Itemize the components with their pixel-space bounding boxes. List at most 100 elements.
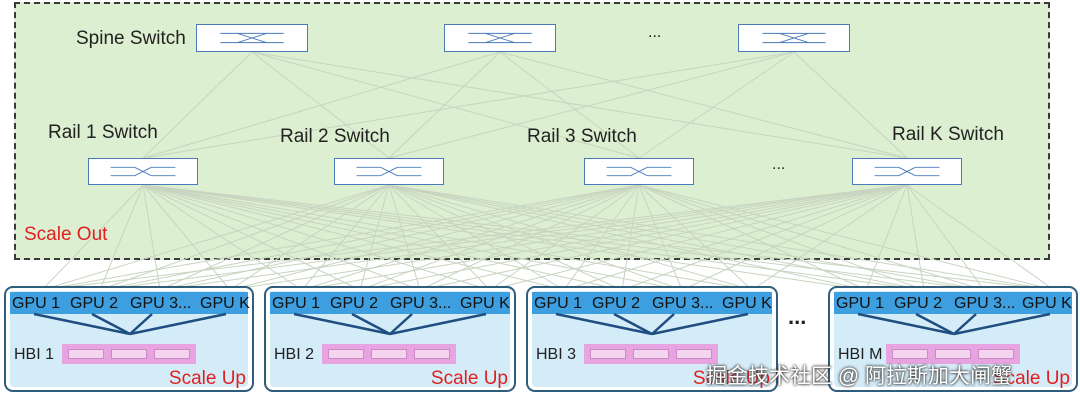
scale-out-label: Scale Out <box>24 224 108 245</box>
gpu-label: GPU 3 <box>130 295 179 312</box>
gpu-links-icon <box>293 312 487 336</box>
link-line <box>41 184 908 291</box>
rail-2-label: Rail 2 Switch <box>280 126 390 147</box>
link-line <box>142 184 161 291</box>
gpu-ellipsis: ... <box>438 295 452 312</box>
link-line <box>638 184 1055 291</box>
gpu-label: GPU K <box>460 295 510 312</box>
spine-switch-2 <box>444 24 556 52</box>
link-line <box>793 51 908 159</box>
link-line <box>865 184 908 291</box>
rail-switch-icon <box>606 166 672 177</box>
spine-switch-icon <box>468 32 532 44</box>
rail-switch-icon <box>356 166 422 177</box>
link-line <box>41 184 640 291</box>
link-line <box>301 184 908 291</box>
link-line <box>99 184 390 291</box>
link-line <box>159 184 390 291</box>
link-line <box>388 184 925 291</box>
hbi-label: HBI 2 <box>274 346 315 363</box>
hbi-ellipsis: ... <box>788 304 807 329</box>
hbi-switch <box>584 344 718 364</box>
link-line <box>388 184 1055 291</box>
gpu-bar: GPU 1 GPU 2 GPU 3 ... GPU K <box>10 292 250 314</box>
rail-switch-2 <box>334 158 444 185</box>
spine-switch-icon <box>762 32 826 44</box>
link-line <box>142 51 501 159</box>
link-line <box>621 184 640 291</box>
link-line <box>906 184 925 291</box>
gpu-label: GPU 1 <box>272 295 321 312</box>
gpu-links-icon <box>33 312 227 336</box>
gpu-ellipsis: ... <box>1002 295 1016 312</box>
link-line <box>142 184 361 291</box>
link-line <box>621 184 908 291</box>
rail-3-label: Rail 3 Switch <box>527 126 637 147</box>
gpu-label: GPU K <box>200 295 250 312</box>
link-line <box>419 184 908 291</box>
link-line <box>142 184 421 291</box>
rail-switch-icon <box>110 166 176 177</box>
link-line <box>41 184 390 291</box>
link-line <box>142 184 623 291</box>
link-line <box>906 184 1055 291</box>
hbi-label: HBI M <box>838 346 883 363</box>
hbi-block-3: GPU 1 GPU 2 GPU 3 ... GPU K HBI 3 Scale … <box>526 286 778 392</box>
gpu-label: GPU 1 <box>534 295 583 312</box>
hbi-block-2: GPU 1 GPU 2 GPU 3 ... GPU K HBI 2 Scale … <box>264 286 516 392</box>
gpu-label: GPU 3 <box>954 295 1003 312</box>
link-line <box>251 51 908 159</box>
hbi-label: HBI 3 <box>536 346 577 363</box>
gpu-bar: GPU 1 GPU 2 GPU 3 ... GPU K <box>532 292 772 314</box>
link-line <box>499 51 908 159</box>
gpu-bar: GPU 1 GPU 2 GPU 3 ... GPU K <box>270 292 510 314</box>
link-line <box>159 184 908 291</box>
link-line <box>142 184 231 291</box>
link-line <box>41 184 144 291</box>
spine-switch-label: Spine Switch <box>76 28 186 49</box>
link-line <box>638 184 867 291</box>
link-line <box>142 184 491 291</box>
link-line <box>99 184 640 291</box>
gpu-label: GPU 3 <box>652 295 701 312</box>
link-line <box>142 51 795 159</box>
link-line <box>359 184 908 291</box>
link-line <box>388 184 985 291</box>
hbi-label: HBI 1 <box>14 346 55 363</box>
gpu-ellipsis: ... <box>178 295 192 312</box>
watermark: 掘金技术社区 @ 阿拉斯加大闸蟹 <box>706 365 1012 388</box>
link-line <box>301 184 390 291</box>
link-line <box>251 51 640 159</box>
gpu-label: GPU K <box>722 295 772 312</box>
link-line <box>499 51 640 159</box>
gpu-label: GPU 2 <box>70 295 119 312</box>
link-line <box>142 51 253 159</box>
link-line <box>142 184 985 291</box>
link-line <box>229 184 908 291</box>
hbi-block-m: GPU 1 GPU 2 GPU 3 ... GPU K HBI M Scale … <box>828 286 1078 392</box>
link-line <box>159 184 640 291</box>
link-line <box>229 184 390 291</box>
link-line <box>359 184 640 291</box>
link-line <box>142 184 683 291</box>
rail-switch-k <box>852 158 962 185</box>
scale-up-label: Scale Up <box>992 368 1070 389</box>
rail-k-label: Rail K Switch <box>892 124 1004 145</box>
link-line <box>142 184 753 291</box>
link-line <box>906 184 985 291</box>
link-line <box>751 184 908 291</box>
link-line <box>229 184 640 291</box>
rail-switch-3 <box>584 158 694 185</box>
link-line <box>638 184 925 291</box>
hbi-switch <box>322 344 456 364</box>
scale-up-label: Scale Up <box>692 368 770 389</box>
link-line <box>388 51 501 159</box>
spine-ellipsis: ... <box>648 24 662 41</box>
link-line <box>563 184 640 291</box>
link-line <box>359 184 390 291</box>
link-line <box>489 184 908 291</box>
link-line <box>638 184 683 291</box>
link-line <box>638 184 753 291</box>
rail-ellipsis: ... <box>772 156 786 173</box>
